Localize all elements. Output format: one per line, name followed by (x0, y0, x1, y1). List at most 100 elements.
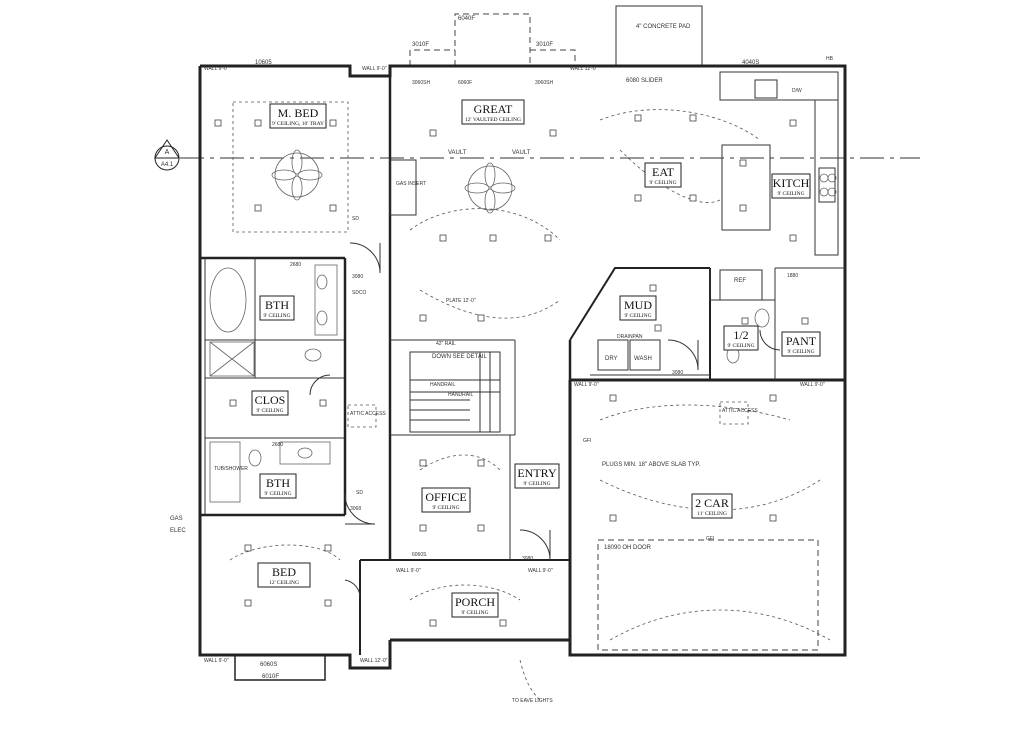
svg-text:GREAT: GREAT (474, 102, 513, 116)
window-tag-great-mid: 6060F (458, 80, 472, 86)
svg-text:11' CEILING: 11' CEILING (697, 511, 727, 517)
svg-text:ENTRY: ENTRY (517, 466, 557, 480)
stair-down-label: DOWN SEE DETAIL (432, 354, 488, 360)
wall-height-tag-1: WALL 9'-0" (204, 66, 229, 72)
slider-label: 6080 SLIDER (626, 78, 663, 84)
ceiling-fan-mbed[interactable] (271, 149, 323, 201)
wall-height-tag-8: WALL 9'-0" (204, 658, 229, 664)
svg-text:PORCH: PORCH (455, 595, 495, 609)
svg-text:KITCH: KITCH (773, 176, 810, 190)
window-tag-great-left: 3060SH (412, 80, 430, 86)
attic-access-house-label: ATTIC ACCESS (350, 411, 386, 417)
section-line: A A4.1 (154, 139, 920, 171)
gas-label: GAS (170, 516, 183, 522)
svg-text:9' CEILING: 9' CEILING (624, 313, 651, 319)
door-swing-bed-closet[interactable] (344, 579, 361, 599)
svg-text:9' CEILING: 9' CEILING (256, 408, 283, 414)
section-marker-letter: A (165, 149, 170, 156)
svg-text:9' CEILING: 9' CEILING (263, 313, 290, 319)
refrigerator (719, 269, 763, 301)
washer (629, 339, 661, 371)
window-tag-great-right: 3060SH (535, 80, 553, 86)
wall-height-tag-5: WALL 9'-0" (800, 382, 825, 388)
svg-text:9' CEILING: 9' CEILING (523, 481, 550, 487)
attic-access-garage[interactable] (719, 401, 749, 425)
room-label-half[interactable]: 1/29' CEILING (723, 325, 759, 351)
stair-handrail-label-2: HANDRAIL (448, 392, 474, 398)
ceiling-fans (271, 149, 516, 214)
window-tag-mbed: 10605 (255, 60, 272, 66)
door-swing-mud[interactable] (667, 339, 699, 371)
gfi-garage: GFI (583, 438, 591, 444)
stair-handrail-label-1: HANDRAIL (430, 382, 456, 388)
svg-text:MUD: MUD (624, 298, 652, 312)
svg-text:9' CEILING, 10' TRAY: 9' CEILING, 10' TRAY (272, 121, 324, 127)
svg-text:9' CEILING: 9' CEILING (432, 505, 459, 511)
svg-text:PANT: PANT (786, 334, 817, 348)
kitchen-island (721, 144, 771, 231)
svg-text:M. BED: M. BED (278, 106, 319, 120)
fireplace (389, 159, 417, 216)
gfi-garage-2: GFI (706, 536, 714, 542)
window-tag-kitchen: 4040S (742, 60, 759, 66)
vault-label-right: VAULT (512, 150, 531, 156)
hb-label: HB (826, 56, 834, 62)
attic-access-house[interactable] (347, 404, 377, 428)
dryer (597, 339, 629, 371)
svg-text:OFFICE: OFFICE (425, 490, 466, 504)
sdco-label: SDCO (352, 290, 367, 296)
svg-text:9' CEILING: 9' CEILING (727, 343, 754, 349)
door-tag-mud: 3080 (672, 370, 683, 376)
dw-label: D/W (792, 88, 802, 94)
concrete-pad-label: 4" CONCRETE PAD (636, 24, 691, 30)
door-swing-closet[interactable] (309, 374, 331, 396)
attic-access-garage-label: ATTIC ACCESS (722, 408, 758, 414)
ceiling-fan-great[interactable] (464, 162, 516, 214)
smoke-detector-mbed: SD (352, 216, 359, 222)
window-tag-bump-left: 3010F (412, 42, 429, 48)
top-bumpout: 6040F 3010F 3010F (409, 13, 576, 66)
wash-label: WASH (634, 356, 652, 362)
window-tag-bed-bump: 6010F (262, 674, 279, 680)
elec-label: ELEC (170, 528, 186, 534)
range (818, 167, 836, 203)
door-swing-half[interactable] (759, 329, 781, 351)
wall-height-tag-2: WALL 9'-0" (362, 66, 387, 72)
concrete-pad: 4" CONCRETE PAD (615, 5, 703, 67)
svg-text:BTH: BTH (265, 298, 289, 312)
door-swing-mbed[interactable] (349, 242, 381, 274)
kitchen-counter-side (814, 99, 839, 256)
svg-text:BTH: BTH (266, 476, 290, 490)
gas-insert-label: GAS INSERT (396, 181, 426, 187)
wall-height-tag-7: WALL 9'-0" (528, 568, 553, 574)
door-tag-pant: 1880 (787, 273, 798, 279)
smoke-detector-bed: SD (356, 490, 363, 496)
plugs-note: PLUGS MIN. 18" ABOVE SLAB TYP. (602, 462, 701, 468)
svg-text:1/2: 1/2 (733, 328, 748, 342)
eave-lights-note: TO EAVE LIGHTS (512, 698, 553, 704)
plate-label: PLATE 12'-0" (446, 298, 476, 304)
svg-text:BED: BED (272, 565, 296, 579)
stair-rail-label: 42" RAIL (436, 341, 456, 347)
svg-text:12' CEILING: 12' CEILING (269, 580, 299, 586)
svg-text:9' CEILING: 9' CEILING (461, 610, 488, 616)
window-tag-bed: 6060S (260, 662, 277, 668)
svg-text:9' CEILING: 9' CEILING (787, 349, 814, 355)
door-tag-mbed: 3080 (352, 274, 363, 280)
